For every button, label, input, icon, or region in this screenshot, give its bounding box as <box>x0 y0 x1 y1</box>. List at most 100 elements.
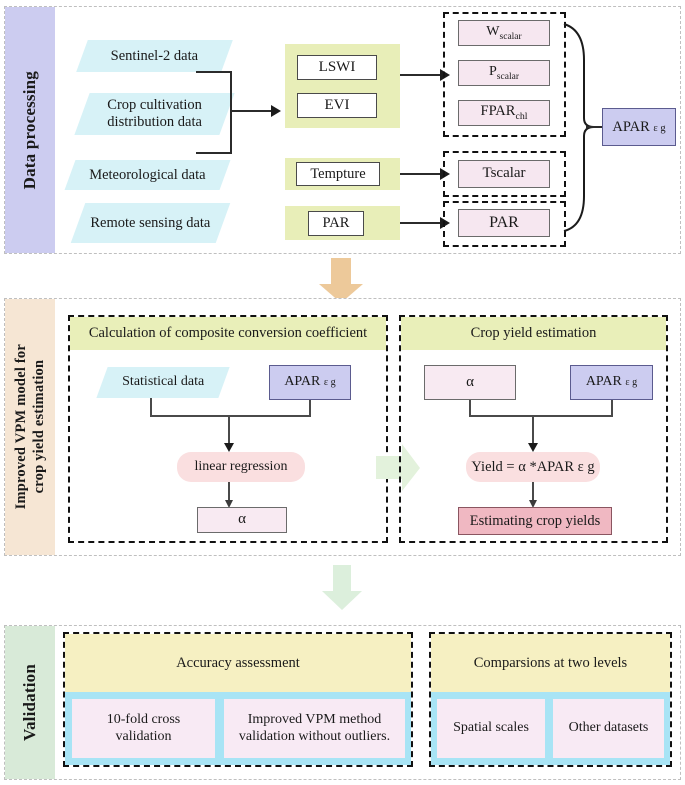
validation-item-spatial-scales-label: Spatial scales <box>453 720 529 736</box>
connector-to-index-band <box>230 110 272 112</box>
model-right-panel-header-label: Crop yield estimation <box>470 325 597 341</box>
connector-index-to-scalars <box>400 74 442 76</box>
model-output-alpha-label: α <box>238 511 246 528</box>
arrowhead-regression-to-alpha <box>225 500 233 508</box>
validation-item-improved-vpm-method: Improved VPM method validation without o… <box>224 699 405 758</box>
sidebar-label-validation-text: Validation <box>20 664 40 741</box>
sidebar-label-data-processing: Data processing <box>5 7 55 253</box>
connector-right-horizontal-join <box>469 415 613 417</box>
scalar-box-wscalar-label: Wscalar <box>486 23 522 42</box>
validation-item-other-datasets-label: Other datasets <box>568 720 649 736</box>
input-crop-cultivation-label: Crop cultivation distribution data <box>107 97 202 130</box>
index-box-par-label: PAR <box>322 215 350 232</box>
index-box-par: PAR <box>308 211 364 236</box>
connector-vertical-join <box>230 71 232 154</box>
input-sentinel-2: Sentinel-2 data <box>76 40 233 72</box>
arrowhead-index-to-scalars <box>440 69 450 81</box>
validation-group-accuracy-assessment <box>63 632 413 767</box>
scalar-box-tscalar-label: Tscalar <box>482 165 526 182</box>
model-result-estimating-crop-yields: Estimating crop yields <box>458 507 612 535</box>
connector-left-horizontal-join <box>150 415 311 417</box>
model-input-alpha-right: α <box>424 365 516 400</box>
input-remote-sensing-label: Remote sensing data <box>90 214 211 231</box>
connector-par-to-parbox <box>400 222 442 224</box>
connector-right-apar-down <box>611 400 613 416</box>
scalar-box-wscalar: Wscalar <box>458 20 550 46</box>
input-remote-sensing: Remote sensing data <box>70 203 231 243</box>
connector-left-statdata-down <box>150 398 152 416</box>
index-box-evi-label: EVI <box>324 96 350 113</box>
scalar-group-vegetation <box>443 12 566 137</box>
output-box-apar-label: APAR ε g <box>612 118 666 135</box>
model-left-panel-header-label: Calculation of composite conversion coef… <box>88 325 368 341</box>
model-result-estimating-crop-yields-label: Estimating crop yields <box>469 512 601 529</box>
arrowhead-to-index-band <box>271 105 281 117</box>
index-box-lswi: LSWI <box>297 55 377 80</box>
scalar-box-par-label: PAR <box>489 213 519 231</box>
index-box-evi: EVI <box>297 93 377 118</box>
scalar-group-temperature <box>443 151 566 197</box>
arrowhead-right-to-formula <box>528 443 538 452</box>
model-process-linear-regression-label: linear regression <box>194 459 288 474</box>
validation-group-accuracy-header: Accuracy assessment <box>65 634 411 692</box>
model-input-apar-right-label: APAR ε g <box>585 374 638 390</box>
arrowhead-formula-to-result <box>529 500 537 508</box>
sidebar-label-data-processing-text: Data processing <box>20 70 40 190</box>
scalar-box-pscalar: Pscalar <box>458 60 550 86</box>
model-input-apar-left-label: APAR ε g <box>284 374 336 390</box>
flow-arrow-data-to-model <box>319 258 363 303</box>
model-right-panel <box>399 315 668 543</box>
validation-group-accuracy-header-label: Accuracy assessment <box>176 654 300 671</box>
model-input-statistical-data-label: Statistical data <box>121 374 205 390</box>
index-box-lswi-label: LSWI <box>318 58 356 75</box>
scalar-box-par: PAR <box>458 209 550 237</box>
sidebar-label-model-text: Improved VPM model for crop yield estima… <box>12 344 47 510</box>
index-box-tempture-label: Tempture <box>310 165 366 182</box>
model-left-panel-header: Calculation of composite conversion coef… <box>70 317 386 350</box>
validation-group-comparisons-header: Comparsions at two levels <box>431 634 670 692</box>
sidebar-label-model: Improved VPM model for crop yield estima… <box>5 299 55 555</box>
connector-left-down-to-regression <box>228 415 230 448</box>
scalar-box-tscalar: Tscalar <box>458 160 550 188</box>
connector-left-apar-down <box>309 400 311 416</box>
arrowhead-left-to-regression <box>224 443 234 452</box>
input-sentinel-2-label: Sentinel-2 data <box>110 47 199 64</box>
model-input-apar-right: APAR ε g <box>570 365 653 400</box>
connector-right-alpha-down <box>469 400 471 416</box>
input-crop-cultivation: Crop cultivation distribution data <box>74 93 235 135</box>
validation-group-comparisons <box>429 632 672 767</box>
validation-item-10-fold-cross-validation-label: 10-fold cross validation <box>106 712 181 744</box>
index-box-tempture: Tempture <box>296 162 380 186</box>
connector-right-down-to-formula <box>532 415 534 448</box>
scalar-box-pscalar-label: Pscalar <box>489 63 519 82</box>
arrowhead-temp-to-tscalar <box>440 168 450 180</box>
model-output-alpha: α <box>197 507 287 533</box>
model-left-panel <box>68 315 388 543</box>
output-box-apar: APAR ε g <box>602 108 676 146</box>
model-formula-yield: Yield = α *APAR ε g <box>466 452 600 482</box>
connector-regression-to-alpha <box>228 482 230 504</box>
model-right-panel-header: Crop yield estimation <box>401 317 666 350</box>
connector-sentinel-horizontal <box>196 71 232 73</box>
connector-brace-to-apar <box>586 126 604 128</box>
connector-formula-to-result <box>532 482 534 504</box>
model-process-linear-regression: linear regression <box>177 452 305 482</box>
validation-item-10-fold-cross-validation: 10-fold cross validation <box>72 699 215 758</box>
scalar-box-fparchl-label: FPARchl <box>480 103 528 123</box>
validation-item-other-datasets: Other datasets <box>553 699 664 758</box>
connector-crop-horizontal <box>196 152 232 154</box>
connector-temp-to-tscalar <box>400 173 442 175</box>
model-formula-yield-label: Yield = α *APAR ε g <box>471 458 595 475</box>
input-meteorological: Meteorological data <box>64 160 231 190</box>
model-input-alpha-right-label: α <box>466 373 474 390</box>
scalar-group-par <box>443 201 566 247</box>
flow-arrow-model-to-validation <box>322 565 362 610</box>
validation-group-comparisons-header-label: Comparsions at two levels <box>473 654 628 671</box>
validation-item-spatial-scales: Spatial scales <box>437 699 545 758</box>
model-input-apar-left: APAR ε g <box>269 365 351 400</box>
validation-item-improved-vpm-method-label: Improved VPM method validation without o… <box>238 712 391 744</box>
arrowhead-par-to-parbox <box>440 217 450 229</box>
sidebar-label-validation: Validation <box>5 626 55 779</box>
model-input-statistical-data: Statistical data <box>96 367 230 398</box>
